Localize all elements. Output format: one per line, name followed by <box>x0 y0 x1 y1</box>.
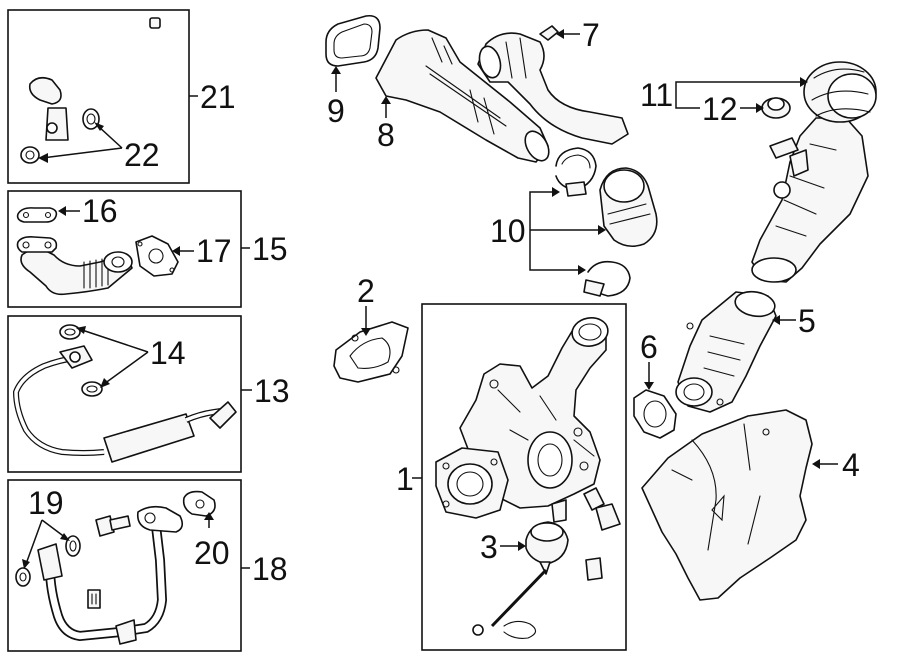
callout-20: 20 <box>194 535 230 571</box>
gasket-14 <box>59 324 103 397</box>
oil-feed-tube-21 <box>28 17 161 141</box>
outlet-pipe-5 <box>675 290 777 413</box>
tube-assembly-15 <box>16 236 133 296</box>
callout-21: 21 <box>200 79 236 115</box>
clamp-10-upper <box>555 147 597 197</box>
gasket-17 <box>135 235 179 277</box>
callout-22: 22 <box>124 137 160 173</box>
box-part-1 <box>421 303 627 651</box>
clamp-10-lower <box>583 260 631 297</box>
bolt-18 <box>95 515 131 537</box>
callout-11: 11 <box>640 77 673 113</box>
hose-10 <box>599 167 658 248</box>
callout-1: 1 <box>396 461 414 497</box>
gasket-22 <box>20 108 100 164</box>
box-part-13 <box>7 315 242 473</box>
callout-5: 5 <box>798 303 816 339</box>
gasket-20 <box>182 490 216 517</box>
oil-tube-13 <box>12 345 237 463</box>
gasket-19 <box>15 535 81 587</box>
callout-8: 8 <box>377 117 395 153</box>
callout-16: 16 <box>82 193 118 229</box>
charge-air-pipe-11 <box>751 61 877 283</box>
heat-shield-4 <box>641 409 813 601</box>
intake-duct-8 <box>375 29 550 163</box>
intake-hose-7 <box>477 25 629 145</box>
gasket-2 <box>333 321 409 383</box>
callout-3: 3 <box>480 529 498 565</box>
gasket-6 <box>633 389 677 439</box>
bolt-1 <box>583 487 621 581</box>
callout-2: 2 <box>357 273 375 309</box>
turbocharger-1 <box>435 317 609 519</box>
callout-10: 10 <box>490 213 526 249</box>
callout-14: 14 <box>150 335 186 371</box>
callout-9: 9 <box>327 93 345 129</box>
callout-17: 17 <box>196 233 232 269</box>
leaders <box>22 29 838 569</box>
callout-4: 4 <box>842 447 860 483</box>
box-part-15 <box>7 190 242 308</box>
callout-6: 6 <box>640 329 658 365</box>
oil-return-tube-18 <box>37 505 184 645</box>
callout-19: 19 <box>28 485 64 521</box>
callout-15: 15 <box>252 231 288 267</box>
gasket-16 <box>16 207 58 223</box>
callout-12: 12 <box>702 91 738 127</box>
gasket-9 <box>325 14 381 67</box>
actuator-3 <box>472 499 569 639</box>
callout-13: 13 <box>254 373 290 409</box>
callout-18: 18 <box>252 551 288 587</box>
box-part-18 <box>7 479 242 652</box>
grommet-12 <box>761 97 791 119</box>
callout-7: 7 <box>582 17 600 53</box>
